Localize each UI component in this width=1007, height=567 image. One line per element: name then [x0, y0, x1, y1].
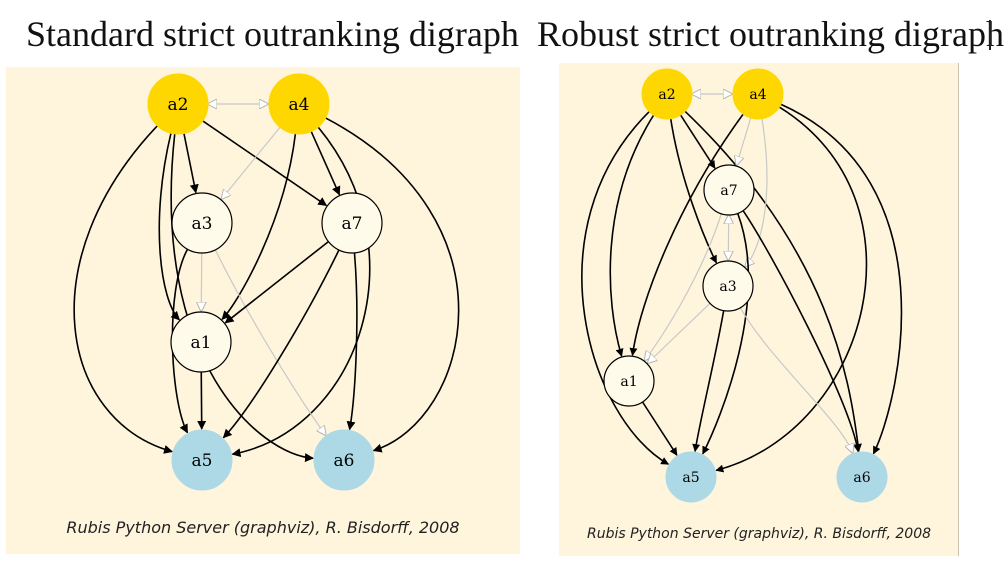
edge-a2-a7 [202, 120, 328, 207]
node-label: a2 [658, 87, 675, 103]
left-node-a1: a1 [170, 311, 232, 373]
edge-a4-a7 [310, 131, 341, 196]
node-label: a5 [682, 470, 699, 486]
edge-a4-a1 [629, 113, 744, 357]
edge-a2-a5 [73, 125, 174, 454]
edge-a7-a6 [742, 210, 861, 453]
node-label: a2 [168, 95, 189, 115]
node-label: a4 [289, 95, 310, 115]
edge-a2-a6 [170, 133, 314, 463]
node-circle [702, 260, 754, 312]
left-graph-title: Standard strict outranking digraph [26, 14, 519, 54]
graphviz-credit-left: Rubis Python Server (graphviz), R. Bisdo… [66, 518, 459, 537]
node-circle [313, 429, 375, 491]
node-label: a3 [719, 279, 736, 295]
edge-a2-a1 [609, 114, 655, 357]
edge-a2-a5 [581, 111, 670, 465]
edge-a1-a5 [641, 401, 678, 456]
edge-a7-a6 [346, 252, 358, 431]
edge-a3-a1 [648, 302, 711, 363]
left-node-a4: a4 [268, 73, 330, 135]
node-label: a5 [192, 451, 213, 471]
node-label: a1 [620, 374, 637, 390]
node-label: a1 [191, 333, 212, 353]
edge-a7-a5 [222, 249, 340, 439]
node-label: a7 [342, 214, 363, 234]
left-node-a6: a6 [313, 429, 375, 491]
node-circle [171, 429, 233, 491]
right-node-a1: a1 [603, 355, 655, 407]
node-circle [321, 192, 383, 254]
left-node-a7: a7 [321, 192, 383, 254]
node-label: a3 [192, 214, 213, 234]
edge-a3-a6 [214, 249, 325, 435]
panel-border [958, 63, 959, 556]
node-circle [170, 311, 232, 373]
node-label: a6 [334, 451, 355, 471]
right-node-a2: a2 [641, 68, 693, 120]
edge-a4-a6 [780, 103, 903, 455]
left-node-a2: a2 [147, 73, 209, 135]
edge-a2-a3 [183, 133, 199, 194]
right-node-a3: a3 [702, 260, 754, 312]
node-circle [171, 192, 233, 254]
node-label: a6 [853, 470, 870, 486]
node-label: a4 [749, 87, 766, 103]
right-node-a7: a7 [703, 164, 755, 216]
node-circle [836, 451, 888, 503]
right-node-a5: a5 [665, 451, 717, 503]
edge-a3-a6 [739, 307, 852, 453]
node-circle [665, 451, 717, 503]
graphviz-credit-right: Rubis Python Server (graphviz), R. Bisdo… [587, 526, 931, 542]
edge-a7-a5 [702, 213, 750, 455]
edge-a4-a5 [231, 126, 371, 458]
node-circle [732, 68, 784, 120]
node-circle [268, 73, 330, 135]
node-circle [641, 68, 693, 120]
right-node-a6: a6 [836, 451, 888, 503]
edge-a3-a5 [692, 310, 725, 453]
edge-a2-a3 [669, 118, 718, 264]
right-node-a4: a4 [732, 68, 784, 120]
left-node-a5: a5 [171, 429, 233, 491]
text-cursor [989, 20, 991, 50]
node-circle [603, 355, 655, 407]
edge-a2-a7 [679, 114, 716, 169]
robust-digraph-panel [559, 63, 959, 556]
edge-a4-a3 [745, 118, 768, 267]
node-circle [703, 164, 755, 216]
edge-a4-a3 [222, 126, 281, 199]
edge-a7-a1 [224, 240, 329, 324]
node-label: a7 [720, 183, 737, 199]
edge-a4-a1 [221, 133, 297, 320]
edge-a4-a6 [325, 117, 460, 453]
right-graph-title: Robust strict outranking digraph [537, 14, 1004, 54]
edge-a7-a1 [645, 213, 722, 360]
left-node-a3: a3 [171, 192, 233, 254]
edge-a4-a5 [715, 106, 868, 473]
node-circle [147, 73, 209, 135]
edge-a4-a7 [737, 117, 752, 165]
